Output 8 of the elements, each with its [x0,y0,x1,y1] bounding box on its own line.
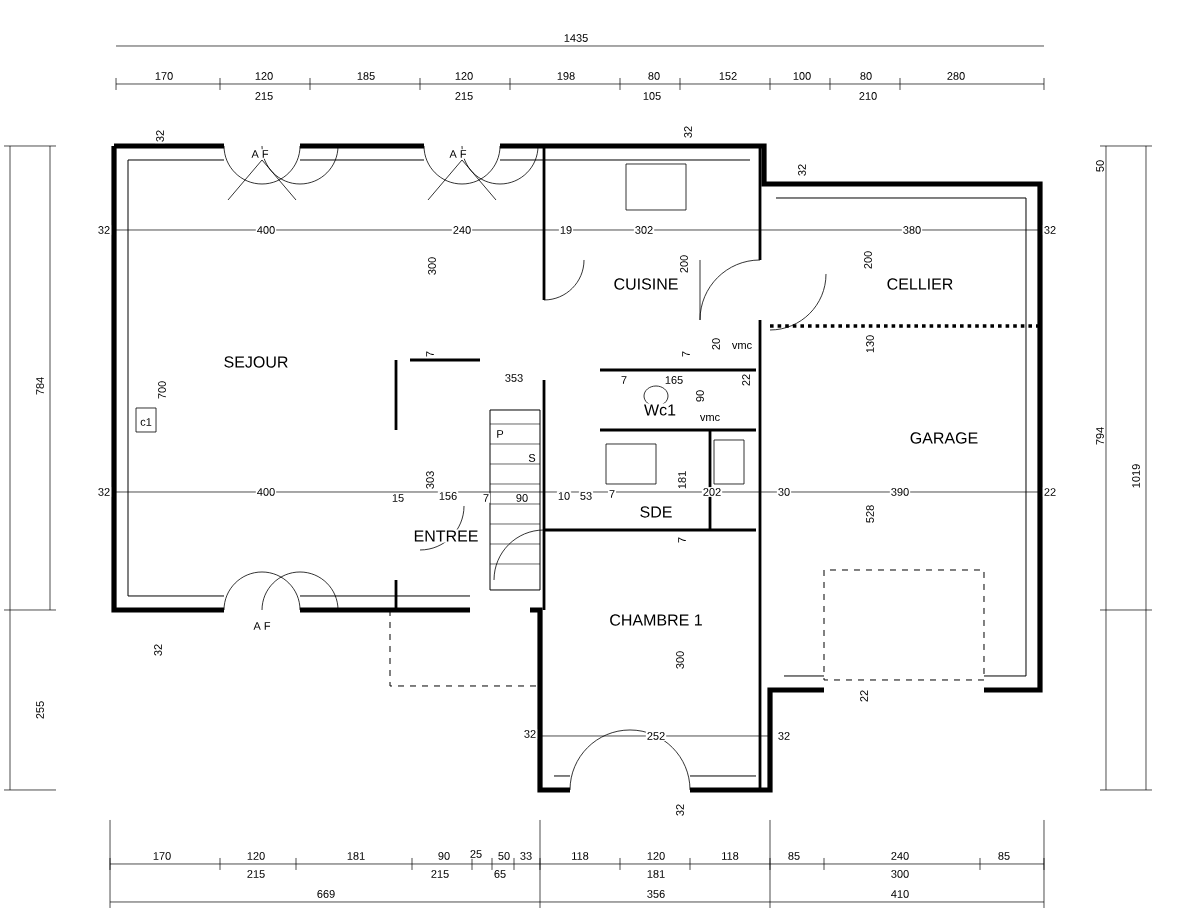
room-label: CELLIER [885,277,955,291]
room-label: CUISINE [612,277,680,291]
room-label: SEJOUR [222,355,290,369]
room-label: ENTREE [412,529,480,543]
room-label: Wc1 [643,403,677,417]
room-label: SDE [638,505,674,519]
room-label: GARAGE [908,431,980,445]
room-label: CHAMBRE 1 [608,613,704,627]
